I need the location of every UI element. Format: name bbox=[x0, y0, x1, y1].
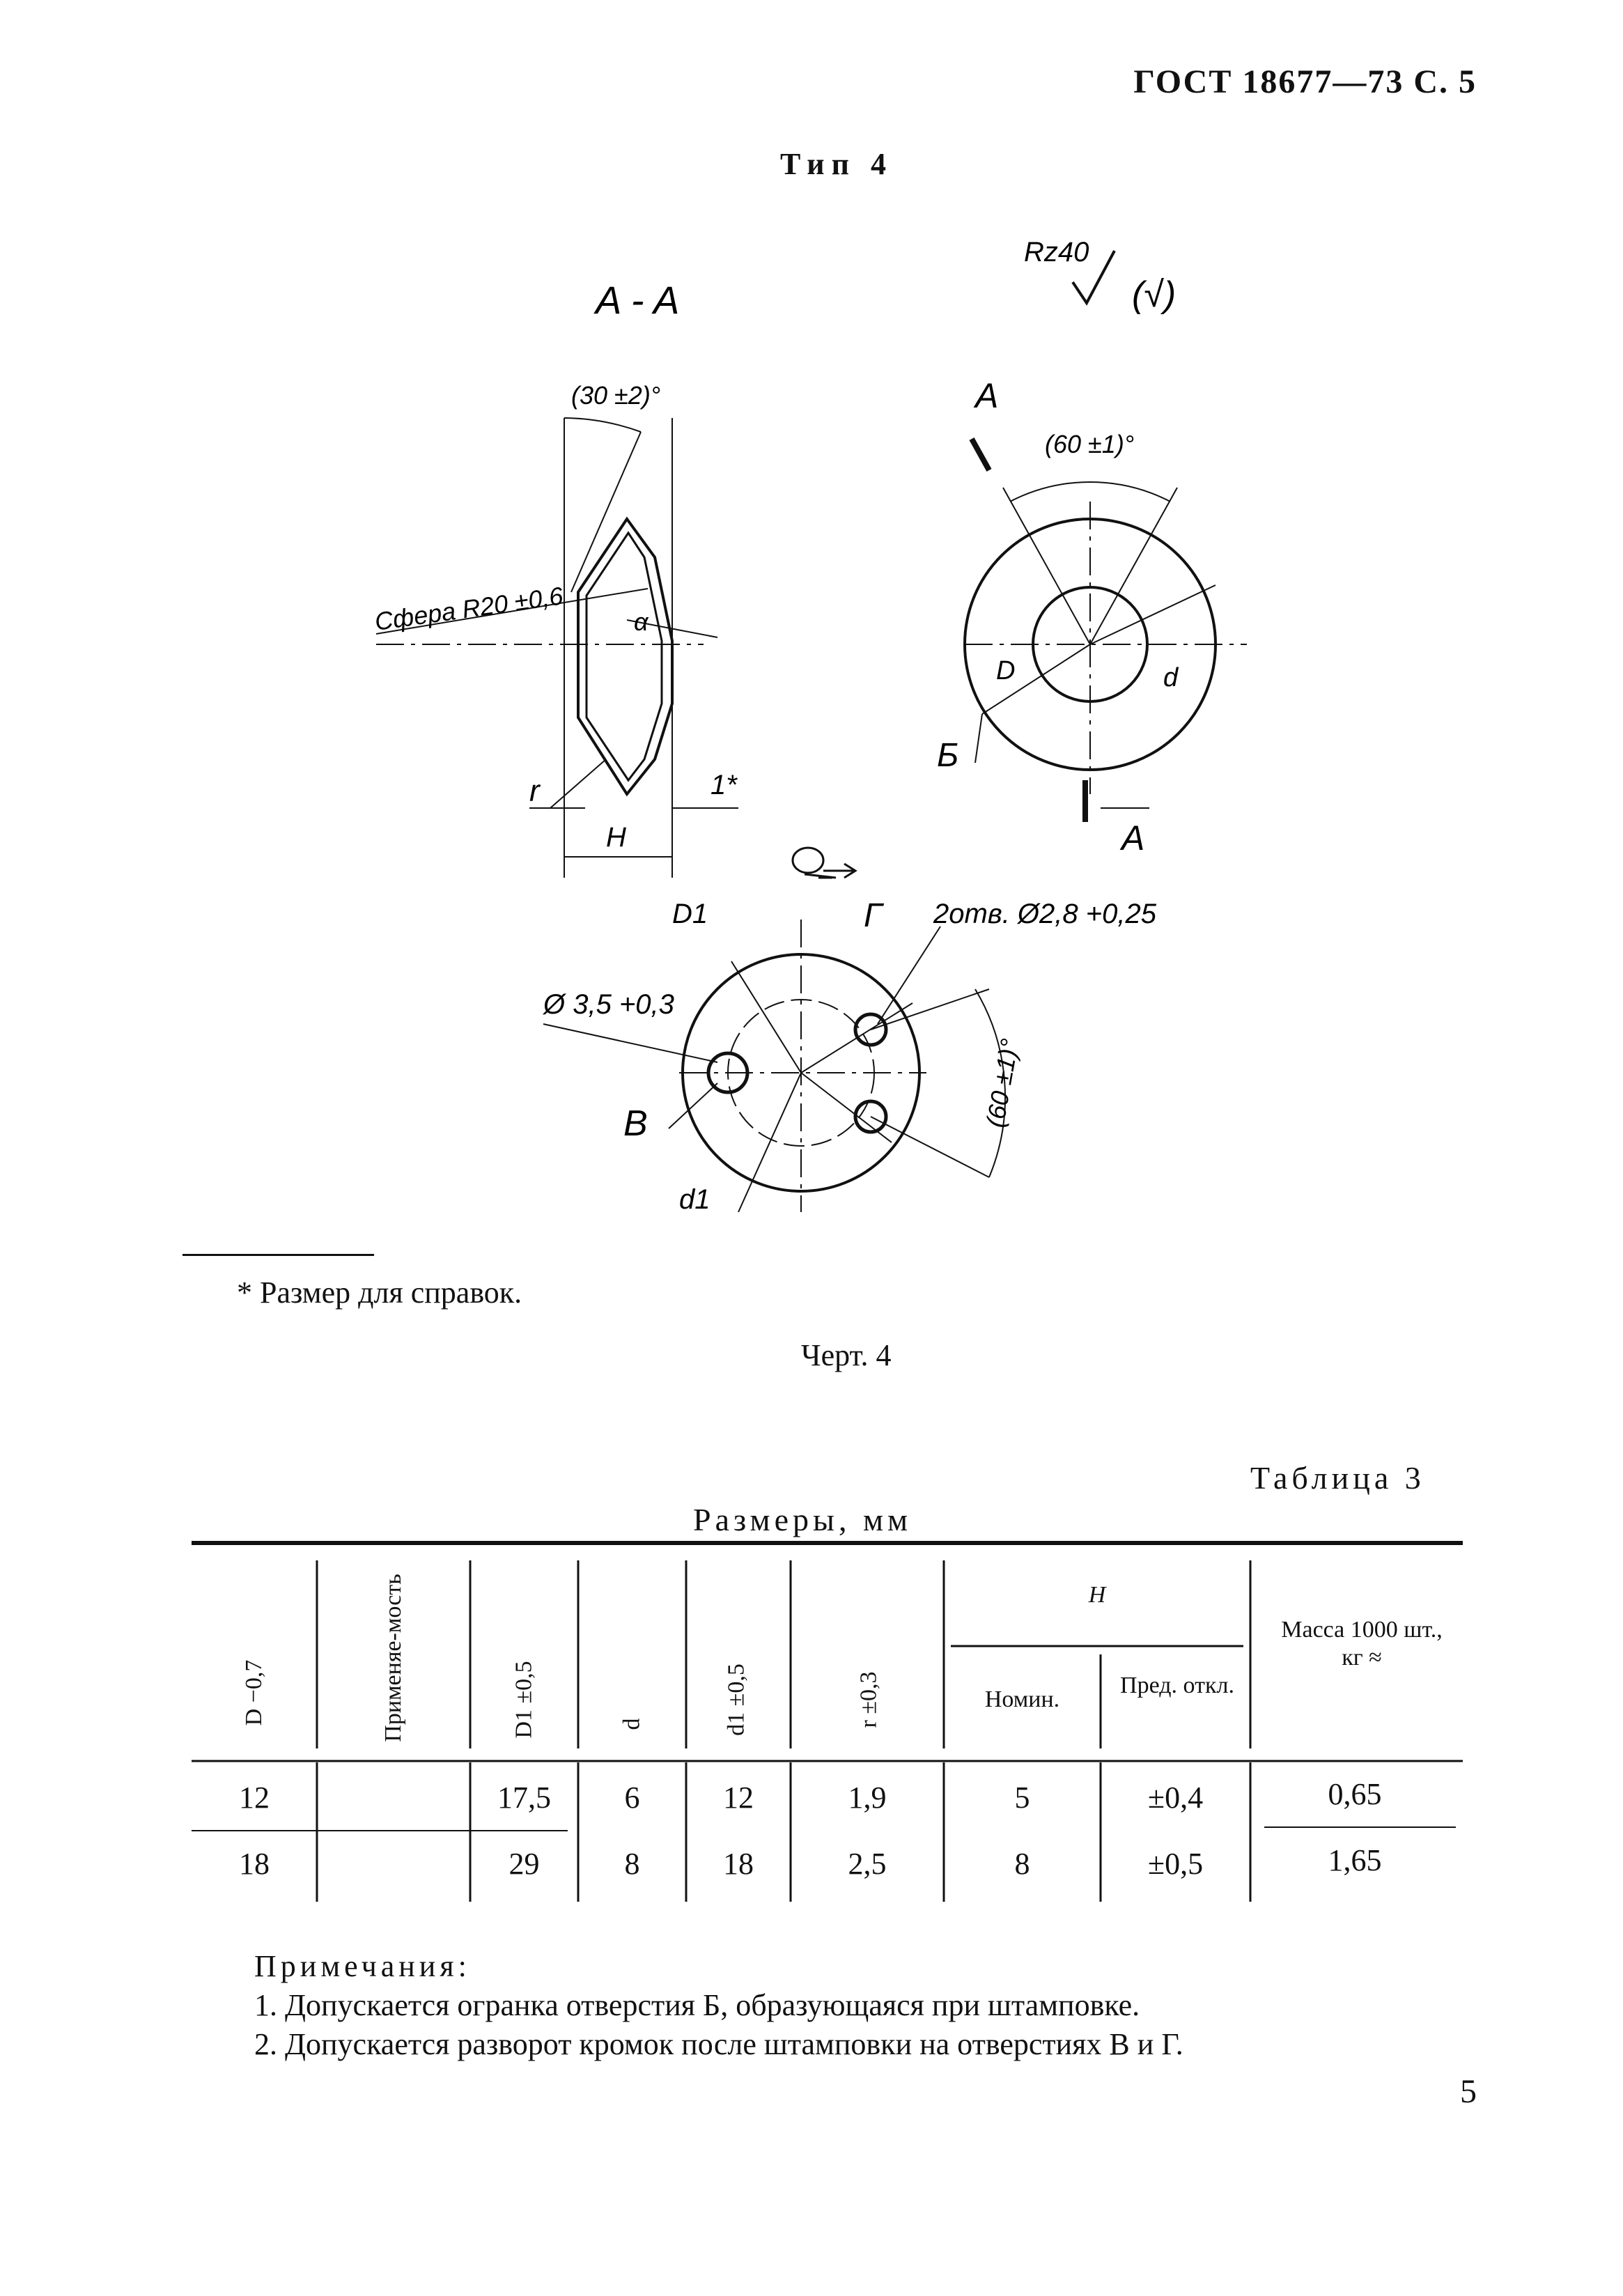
cell-H-dev: ±0,4 bbox=[1147, 1781, 1204, 1815]
hole-35-label: Ø 3,5 +0,3 bbox=[542, 989, 674, 1020]
footnote: * Размер для справок. bbox=[237, 1275, 522, 1310]
d1-lower-label: d1 bbox=[679, 1184, 710, 1215]
header-D1: D1 ±0,5 bbox=[511, 1661, 537, 1739]
technical-drawing: A - A Rz40 (√) (30 ±2)° Сфера R20 ±0,6 α… bbox=[373, 237, 1247, 1215]
cell-mass: 1,65 bbox=[1328, 1843, 1382, 1877]
page-header: ГОСТ 18677—73 С. 5 bbox=[1133, 63, 1477, 100]
header-d: d bbox=[619, 1718, 645, 1730]
roughness-label: Rz40 bbox=[1024, 237, 1089, 267]
cell-d: 8 bbox=[624, 1847, 640, 1881]
one-star-label: 1* bbox=[710, 770, 738, 800]
note-item: 2. Допускается разворот кромок после шта… bbox=[254, 2027, 1183, 2061]
header-r: r ±0,3 bbox=[855, 1671, 882, 1728]
cell-d1: 12 bbox=[723, 1781, 754, 1815]
cell-D1: 29 bbox=[508, 1847, 540, 1881]
roughness-other: (√) bbox=[1132, 274, 1176, 315]
a-label-bottom: A bbox=[1119, 819, 1144, 858]
notes: Примечания: 1. Допускается огранка отвер… bbox=[254, 1947, 1183, 2064]
cell-D: 18 bbox=[239, 1847, 270, 1881]
angle-30-label: (30 ±2)° bbox=[571, 381, 660, 410]
section-label: A - A bbox=[593, 278, 679, 322]
d1-upper-label: D1 bbox=[672, 899, 708, 929]
d-upper-label: D bbox=[996, 656, 1015, 685]
cell-d: 6 bbox=[624, 1781, 640, 1815]
cell-d1: 18 bbox=[723, 1847, 754, 1881]
alpha-label: α bbox=[634, 607, 649, 636]
holes-label: 2отв. Ø2,8 +0,25 bbox=[933, 899, 1157, 929]
a-label-top: A bbox=[973, 376, 998, 415]
table-title: Таблица 3 bbox=[1250, 1460, 1425, 1496]
notes-heading: Примечания: bbox=[254, 1949, 471, 1983]
table-units: Размеры, мм bbox=[693, 1502, 913, 1537]
cell-r: 1,9 bbox=[848, 1781, 887, 1815]
header-mass: Масса 1000 шт., кг ≈ bbox=[1281, 1617, 1443, 1670]
cell-mass: 0,65 bbox=[1328, 1777, 1382, 1811]
header-H-dev: Пред. откл. bbox=[1120, 1673, 1234, 1698]
cell-H-nom: 5 bbox=[1014, 1781, 1030, 1815]
footnote-divider bbox=[183, 1254, 374, 1256]
cell-D: 12 bbox=[239, 1781, 270, 1815]
header-H-nom: Номин. bbox=[984, 1686, 1060, 1712]
g-label: Г bbox=[864, 897, 885, 934]
angle-60-side-label: (60 ±1)° bbox=[981, 1037, 1025, 1129]
cell-H-dev: ±0,5 bbox=[1147, 1847, 1204, 1881]
cell-H-nom: 8 bbox=[1014, 1847, 1030, 1881]
cell-D1: 17,5 bbox=[497, 1781, 551, 1815]
header-applicability: Применяе-мость bbox=[380, 1574, 406, 1742]
header-D: D −0,7 bbox=[241, 1659, 267, 1726]
b-label: Б bbox=[937, 737, 958, 774]
angle-60-top-label: (60 ±1)° bbox=[1045, 430, 1134, 458]
r-label: r bbox=[529, 774, 541, 808]
note-item: 1. Допускается огранка отверстия Б, обра… bbox=[254, 1988, 1140, 2022]
h-label: H bbox=[606, 822, 626, 853]
v-label: В bbox=[623, 1103, 648, 1144]
header-H: H bbox=[1088, 1582, 1106, 1608]
table-grid bbox=[192, 1541, 1463, 1902]
type-title: Тип 4 bbox=[780, 147, 893, 181]
figure-caption: Черт. 4 bbox=[801, 1338, 892, 1372]
page-number: 5 bbox=[1460, 2073, 1477, 2110]
sphere-label: Сфера R20 ±0,6 bbox=[373, 581, 565, 636]
d-lower-label: d bbox=[1163, 663, 1179, 692]
cell-r: 2,5 bbox=[848, 1847, 887, 1881]
header-d1: d1 ±0,5 bbox=[723, 1663, 750, 1736]
dimensions-table: D −0,7 Применяе-мость D1 ±0,5 d d1 ±0,5 … bbox=[192, 1539, 1463, 1923]
